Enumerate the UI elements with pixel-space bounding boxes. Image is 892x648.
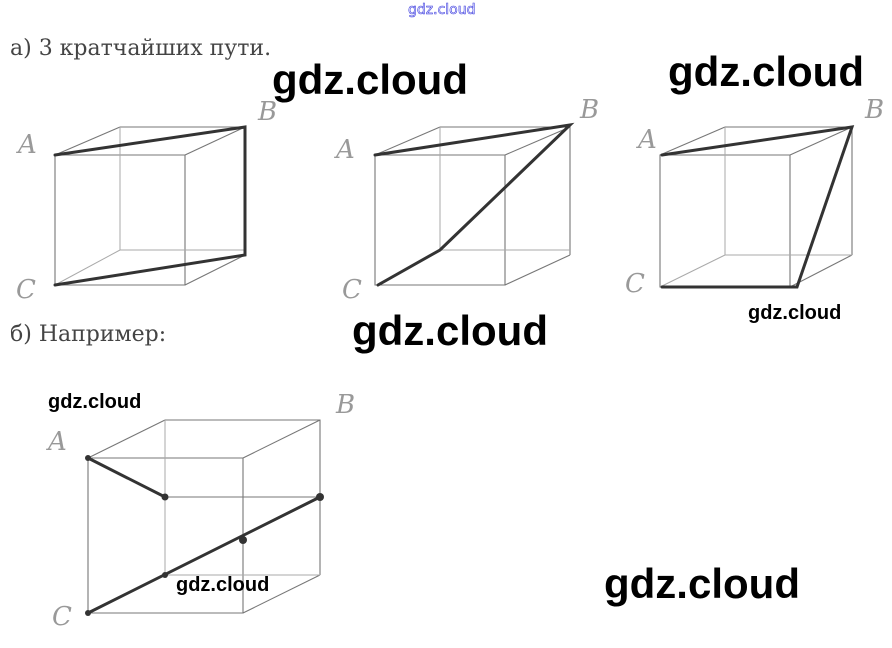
vertex-label-b: B [335, 390, 355, 420]
part-a-heading: а) 3 кратчайших пути. [10, 36, 272, 61]
watermark: gdz.cloud [668, 48, 864, 95]
part-b-heading: б) Например: [10, 322, 167, 347]
watermark: gdz.cloud [176, 574, 270, 596]
watermark: gdz.cloud [352, 307, 548, 354]
vertex-label-b: B [579, 95, 599, 125]
cube-3: A B C [625, 95, 884, 299]
vertex-label-a: A [334, 135, 355, 165]
site-header-link[interactable]: gdz.cloud [408, 2, 476, 19]
cube-4: A B C [46, 390, 355, 632]
vertex-label-b: B [864, 95, 884, 125]
vertex-label-b: B [257, 97, 277, 127]
watermark: gdz.cloud [748, 302, 842, 324]
vertex-label-c: C [52, 602, 72, 632]
vertex-label-a: A [46, 427, 67, 457]
watermark: gdz.cloud [604, 560, 800, 607]
cube-1: A B C [16, 97, 277, 305]
vertex-label-c: C [342, 275, 362, 305]
vertex-label-c: C [16, 275, 36, 305]
watermark: gdz.cloud [272, 56, 468, 103]
watermark: gdz.cloud [48, 391, 142, 413]
cube-2: A B C [334, 95, 599, 305]
vertex-label-a: A [16, 130, 37, 160]
vertex-label-c: C [625, 269, 645, 299]
vertex-label-a: A [636, 125, 657, 155]
